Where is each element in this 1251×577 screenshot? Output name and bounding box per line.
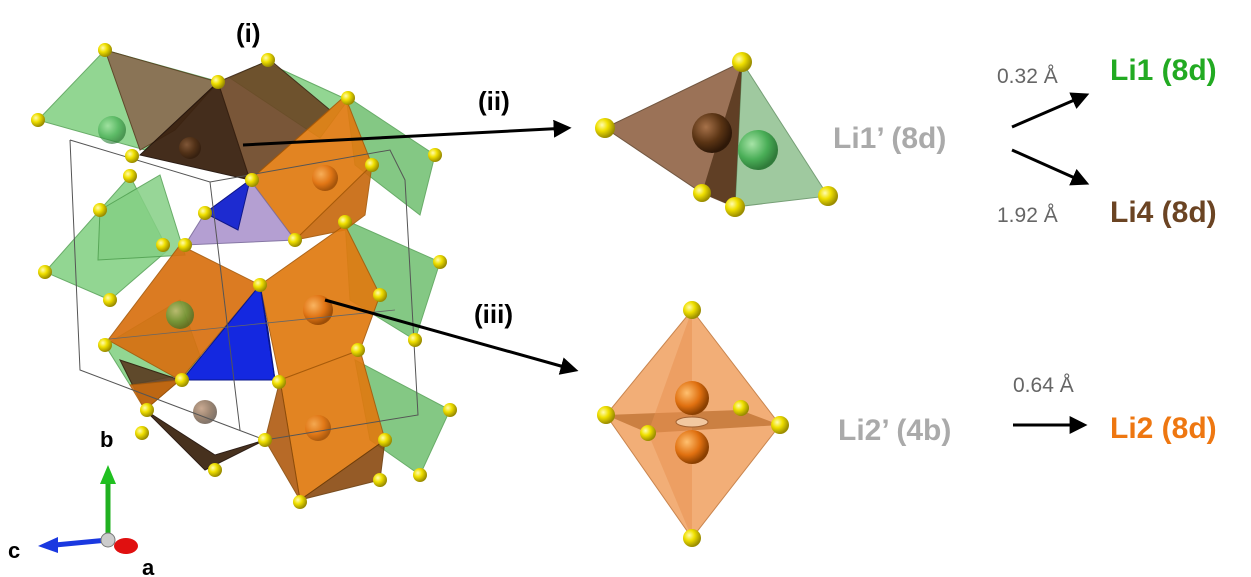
octahedron-detail	[597, 301, 789, 547]
distance-li2: 0.64 Å	[1013, 374, 1074, 397]
axis-label-c: c	[8, 538, 20, 563]
tetrahedron-detail	[595, 52, 838, 217]
crystal-structure	[31, 43, 457, 509]
site-li1-prime: Li1’ (8d)	[833, 122, 946, 155]
distance-li4: 1.92 Å	[997, 204, 1058, 227]
site-li2-prime: Li2’ (4b)	[838, 414, 951, 447]
axis-label-a: a	[142, 555, 155, 577]
label-iii: (iii)	[474, 299, 513, 329]
arrow-to-octahedron	[324, 298, 579, 375]
arrow-to-tetrahedron	[242, 119, 572, 147]
distance-li1: 0.32 Å	[997, 65, 1058, 88]
arrow-to-li1	[1011, 92, 1090, 129]
axis-triad	[38, 465, 138, 554]
target-li1: Li1 (8d)	[1110, 54, 1217, 87]
target-li4: Li4 (8d)	[1110, 196, 1217, 229]
label-i: (i)	[236, 18, 261, 48]
label-ii: (ii)	[478, 86, 510, 116]
axis-label-b: b	[100, 427, 113, 452]
arrow-to-li4	[1011, 148, 1090, 186]
target-li2: Li2 (8d)	[1110, 412, 1217, 445]
